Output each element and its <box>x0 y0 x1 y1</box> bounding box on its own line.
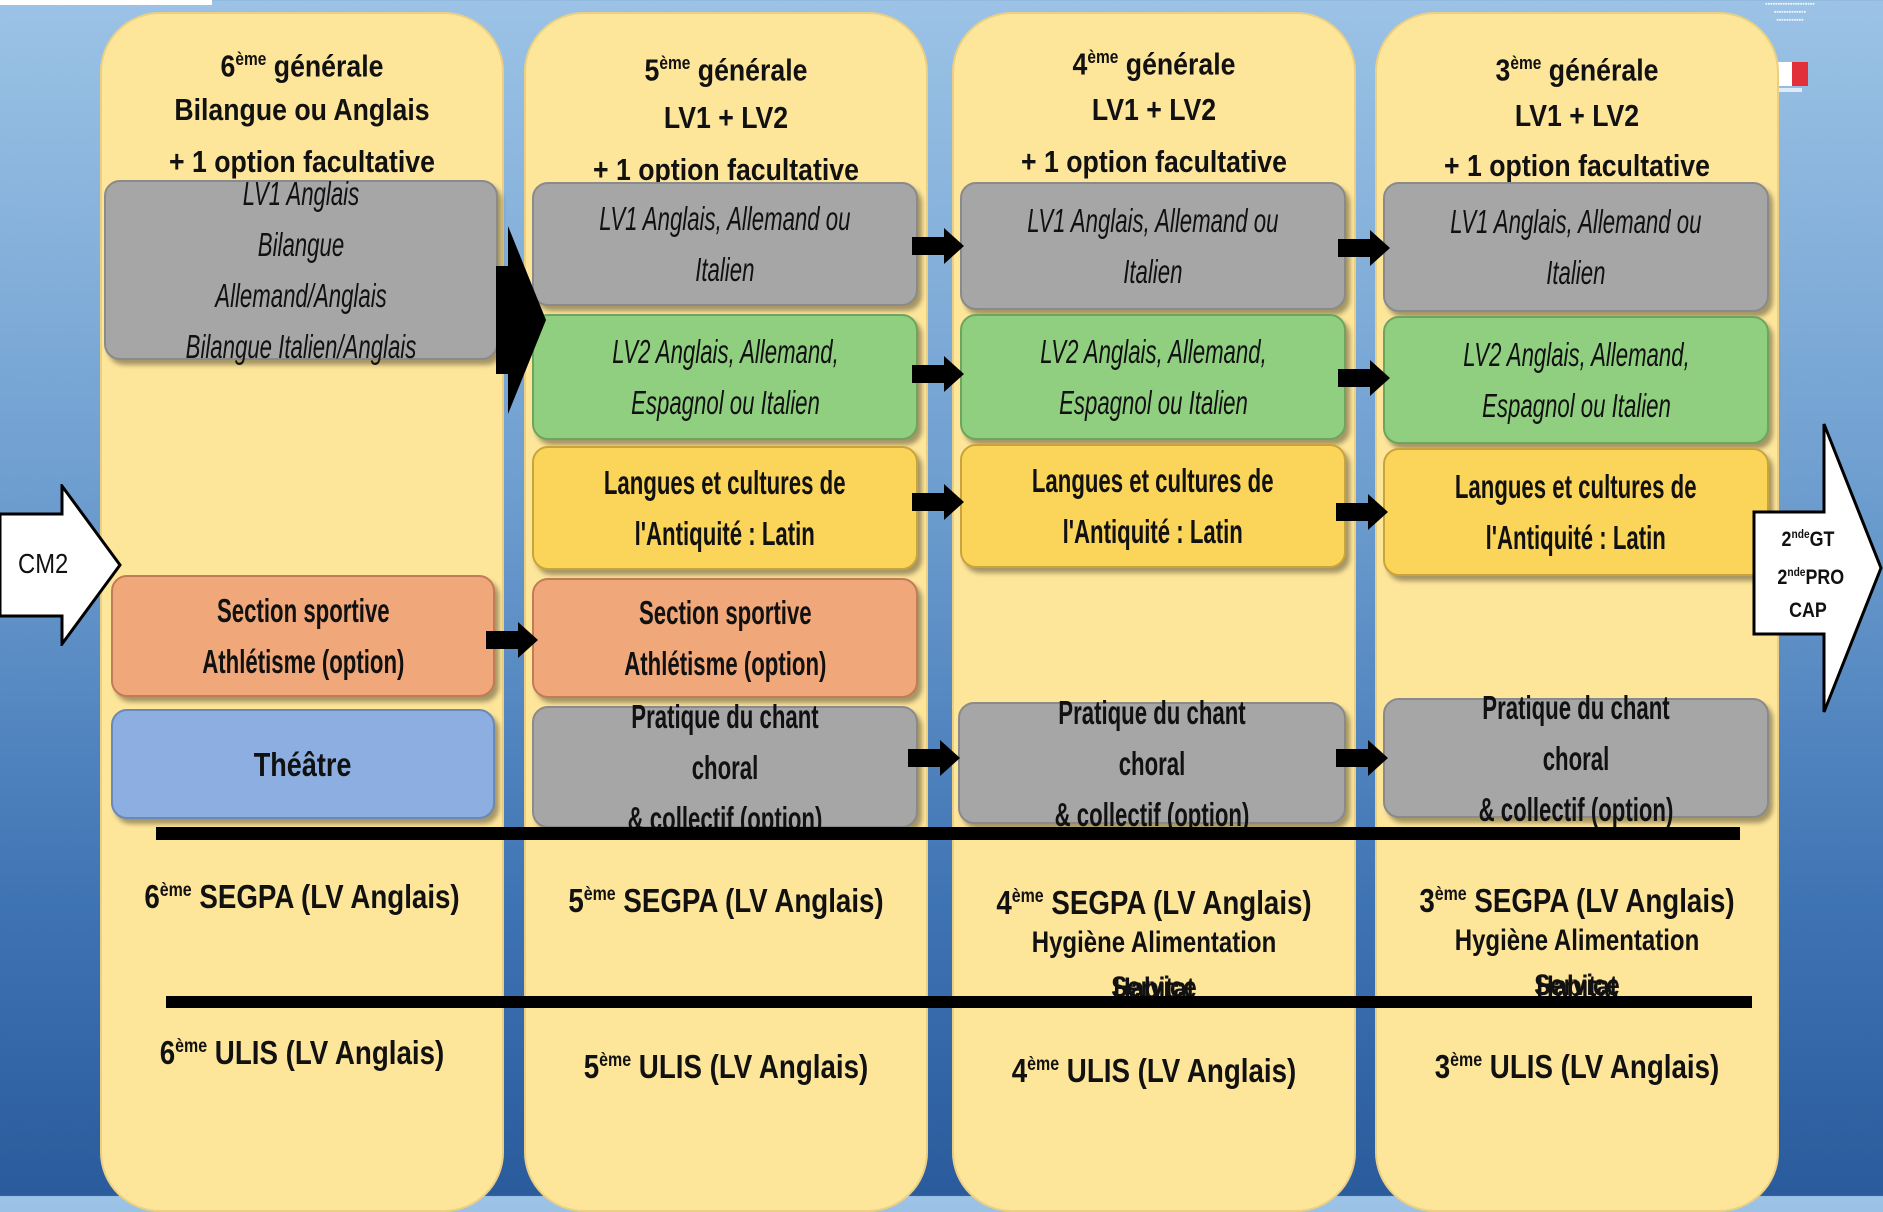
box-chant: Pratique du chant choral& collectif (opt… <box>958 694 1346 833</box>
segpa-label: 5ème SEGPA (LV Anglais) <box>568 882 884 919</box>
exit-label-pro: 2ndePRO <box>1777 565 1845 589</box>
col-title: 6ème générale <box>220 48 384 84</box>
ulis-label: 5ème ULIS (LV Anglais) <box>583 1048 869 1085</box>
segpa-label: 3ème SEGPA (LV Anglais) <box>1419 882 1735 919</box>
exit-labels: 2ndeGT 2ndePRO CAP <box>1777 518 1845 627</box>
separator-ulis <box>166 996 1752 1008</box>
arrow-lv1-4-to-3 <box>1338 230 1390 266</box>
entry-arrow: CM2 <box>0 484 124 646</box>
corner-tab <box>0 0 212 5</box>
segpa-label: 6ème SEGPA (LV Anglais) <box>144 878 460 915</box>
box-lv2: LV2 Anglais, Allemand,Espagnol ou Italie… <box>532 314 918 440</box>
box-chant: Pratique du chant choral& collectif (opt… <box>532 698 918 837</box>
box-lv2: LV2 Anglais, Allemand,Espagnol ou Italie… <box>960 314 1346 440</box>
entry-label: CM2 <box>18 548 69 579</box>
column-6eme: 6ème générale Bilangue ou Anglais + 1 op… <box>100 12 504 1212</box>
arrow-latin-4-to-3 <box>1336 494 1388 530</box>
exit-label-cap: CAP <box>1789 599 1827 622</box>
col-subtitle: Bilangue ou Anglais <box>174 92 430 127</box>
col-option-line: + 1 option facultative <box>593 152 859 187</box>
box-chant: Pratique du chant choral& collectif (opt… <box>1383 689 1769 828</box>
big-arrow-6-to-5 <box>496 226 546 414</box>
segpa-label: 4ème SEGPA (LV Anglais) <box>996 884 1312 921</box>
col-subtitle: LV1 + LV2 <box>1091 92 1217 127</box>
arrow-lv1-5-to-4 <box>912 228 964 264</box>
arrow-latin-5-to-4 <box>912 484 964 520</box>
col-option-line: + 1 option facultative <box>1021 144 1287 179</box>
ulis-label: 3ème ULIS (LV Anglais) <box>1434 1048 1720 1085</box>
col-title: 4ème générale <box>1072 46 1236 82</box>
arrow-chant-4-to-3 <box>1336 740 1388 776</box>
arrow-sport-6-to-5 <box>486 622 538 658</box>
col-option-line: + 1 option facultative <box>1444 148 1710 183</box>
col-title: 5ème générale <box>644 52 808 88</box>
ulis-label: 6ème ULIS (LV Anglais) <box>159 1034 445 1071</box>
ulis-label: 4ème ULIS (LV Anglais) <box>1011 1052 1297 1089</box>
col-subtitle: LV1 + LV2 <box>663 100 789 135</box>
entry-arrow-shape-icon <box>0 484 122 646</box>
box-lv1: LV1 Anglais Bilangue Allemand/Anglais Bi… <box>104 175 498 365</box>
col-subtitle: LV1 + LV2 <box>1514 98 1640 133</box>
col-option-line: + 1 option facultative <box>169 144 435 179</box>
exit-label-gt: 2ndeGT <box>1781 527 1835 551</box>
arrow-lv2-4-to-3 <box>1338 360 1390 396</box>
column-4eme: 4ème générale LV1 + LV2 + 1 option facul… <box>952 12 1356 1212</box>
arrow-lv2-5-to-4 <box>912 356 964 392</box>
col-title: 3ème générale <box>1495 52 1659 88</box>
arrow-chant-5-to-4 <box>908 740 960 776</box>
column-3eme: 3ème générale LV1 + LV2 + 1 option facul… <box>1375 12 1779 1212</box>
box-lv2: LV2 Anglais, Allemand,Espagnol ou Italie… <box>1383 316 1769 444</box>
box-theatre: Théâtre <box>111 709 495 819</box>
column-5eme: 5ème générale LV1 + LV2 + 1 option facul… <box>524 12 928 1212</box>
exit-arrow: 2ndeGT 2ndePRO CAP <box>1752 420 1883 716</box>
separator-segpa <box>156 827 1740 840</box>
exit-arrow-shape-icon <box>1752 423 1883 713</box>
